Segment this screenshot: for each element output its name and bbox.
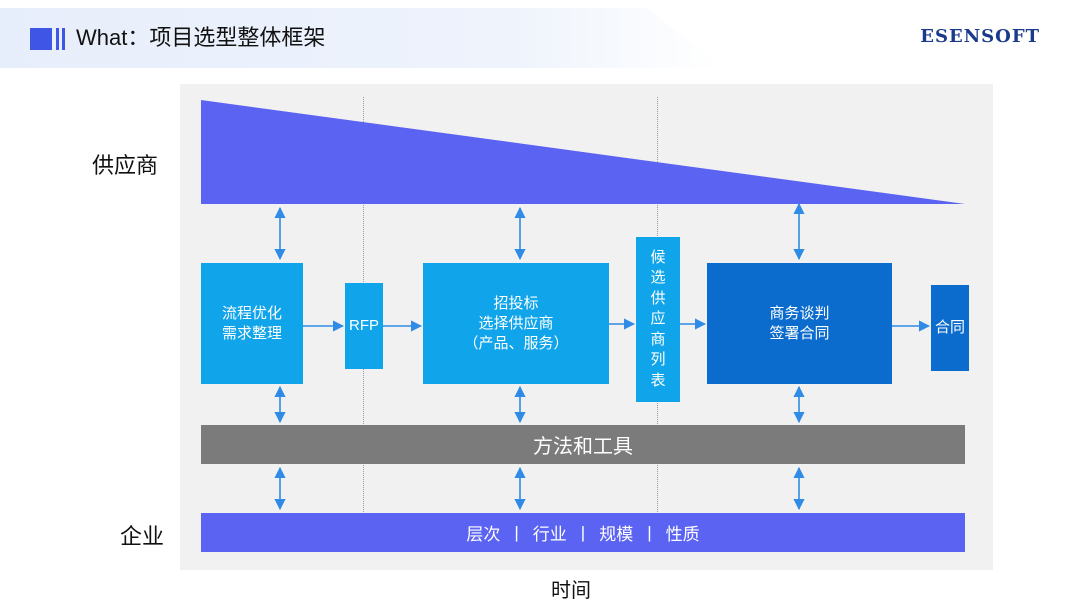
bidding-line-3: （产品、服务） bbox=[463, 334, 569, 352]
candidate-char-3: 供 bbox=[650, 289, 666, 307]
negotiation-line-1: 商务谈判 bbox=[769, 304, 830, 322]
enterprise-item: 行业 bbox=[532, 525, 567, 544]
process-line-1: 流程优化 bbox=[221, 304, 282, 322]
candidate-char-5: 商 bbox=[650, 330, 666, 348]
candidate-list-box: 候 选 供 应 商 列 表 bbox=[636, 237, 680, 402]
bidding-line-2: 选择供应商 bbox=[478, 314, 554, 332]
bidding-box: 招投标 选择供应商 （产品、服务） bbox=[423, 263, 609, 384]
bidding-line-1: 招投标 bbox=[493, 294, 539, 312]
separator: | bbox=[580, 522, 586, 542]
candidate-char-1: 候 bbox=[650, 248, 666, 266]
enterprise-label: 企业 bbox=[120, 524, 165, 549]
enterprise-item: 性质 bbox=[665, 525, 700, 544]
candidate-char-4: 应 bbox=[650, 310, 666, 328]
supplier-label: 供应商 bbox=[92, 153, 159, 178]
contract-box: 合同 bbox=[931, 285, 969, 371]
enterprise-attributes-bar: 层次 | 行业 | 规模 | 性质 bbox=[201, 513, 965, 552]
process-line-2: 需求整理 bbox=[221, 324, 282, 342]
separator: | bbox=[647, 522, 652, 542]
title-marker-icon bbox=[30, 28, 65, 50]
process-optimization-box: 流程优化 需求整理 bbox=[201, 263, 303, 384]
methods-tools-bar: 方法和工具 bbox=[201, 425, 965, 464]
contract-label: 合同 bbox=[934, 319, 965, 336]
enterprise-item: 层次 bbox=[466, 525, 501, 544]
rfp-box: RFP bbox=[345, 283, 383, 369]
time-axis-label: 时间 bbox=[551, 580, 591, 602]
candidate-char-2: 选 bbox=[650, 269, 666, 287]
page-title: What：项目选型整体框架 bbox=[76, 25, 326, 50]
negotiation-line-2: 签署合同 bbox=[769, 324, 830, 342]
header-band bbox=[0, 8, 720, 68]
negotiation-box: 商务谈判 签署合同 bbox=[707, 263, 892, 384]
candidate-char-6: 列 bbox=[650, 351, 666, 369]
brand-logo: ESENSOFT bbox=[920, 26, 1040, 47]
rfp-label: RFP bbox=[349, 317, 379, 334]
candidate-char-7: 表 bbox=[650, 371, 666, 389]
separator: | bbox=[514, 522, 519, 542]
enterprise-item: 规模 bbox=[599, 525, 634, 544]
